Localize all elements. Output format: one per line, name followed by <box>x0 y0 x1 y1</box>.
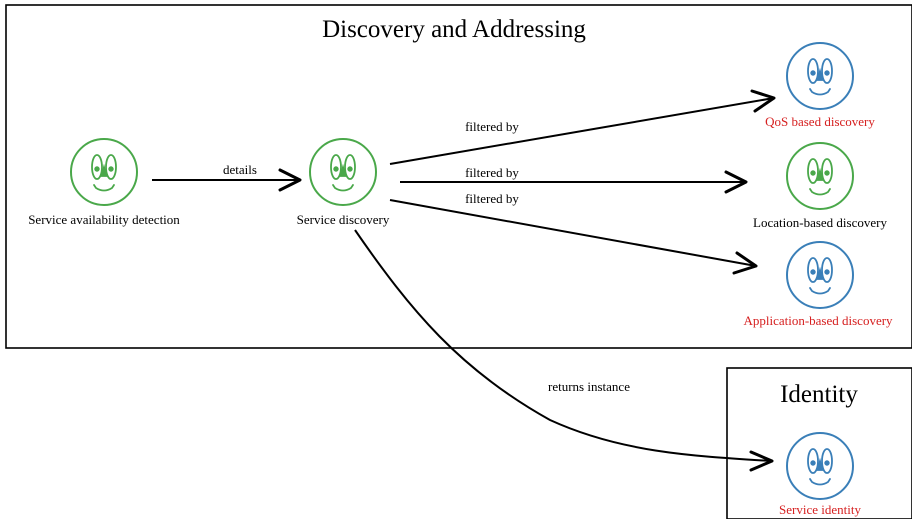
node-qos-based-discovery: QoS based discovery <box>765 42 875 129</box>
edge-filtered-by-application: filtered by <box>389 191 758 275</box>
smiley-face-icon <box>786 241 854 309</box>
edge-label-returns-instance: returns instance <box>548 379 630 394</box>
edge-label-details: details <box>223 162 257 177</box>
smiley-face-icon <box>309 138 377 206</box>
discovery-group-title: Discovery and Addressing <box>322 16 586 43</box>
node-location-based-discovery: Location-based discovery <box>753 142 887 230</box>
node-application-based-discovery: Application-based discovery <box>743 241 893 328</box>
node-label: Application-based discovery <box>743 313 893 328</box>
node-label: Service identity <box>779 502 861 517</box>
node-label: Location-based discovery <box>753 215 887 230</box>
edge-label-filtered-by-application: filtered by <box>465 191 519 206</box>
edge-returns-instance: returns instance <box>354 229 774 472</box>
discovery-and-addressing-group <box>5 4 912 349</box>
node-service-discovery: Service discovery <box>297 138 390 227</box>
node-label: Service discovery <box>297 212 390 227</box>
edge-details: details <box>152 162 302 192</box>
smiley-face-icon <box>786 42 854 110</box>
edge-filtered-by-location: filtered by <box>400 165 748 194</box>
smiley-face-icon <box>786 142 854 210</box>
edge-label-filtered-by-location: filtered by <box>465 165 519 180</box>
edge-label-filtered-by-qos: filtered by <box>465 119 519 134</box>
smiley-face-icon <box>786 432 854 500</box>
node-service-availability-detection: Service availability detection <box>28 138 180 227</box>
identity-group-title: Identity <box>780 381 858 408</box>
node-service-identity: Service identity <box>779 432 861 517</box>
edge-filtered-by-qos: filtered by <box>389 89 776 165</box>
identity-group <box>726 367 912 519</box>
smiley-face-icon <box>70 138 138 206</box>
node-label: QoS based discovery <box>765 114 875 129</box>
node-label: Service availability detection <box>28 212 180 227</box>
